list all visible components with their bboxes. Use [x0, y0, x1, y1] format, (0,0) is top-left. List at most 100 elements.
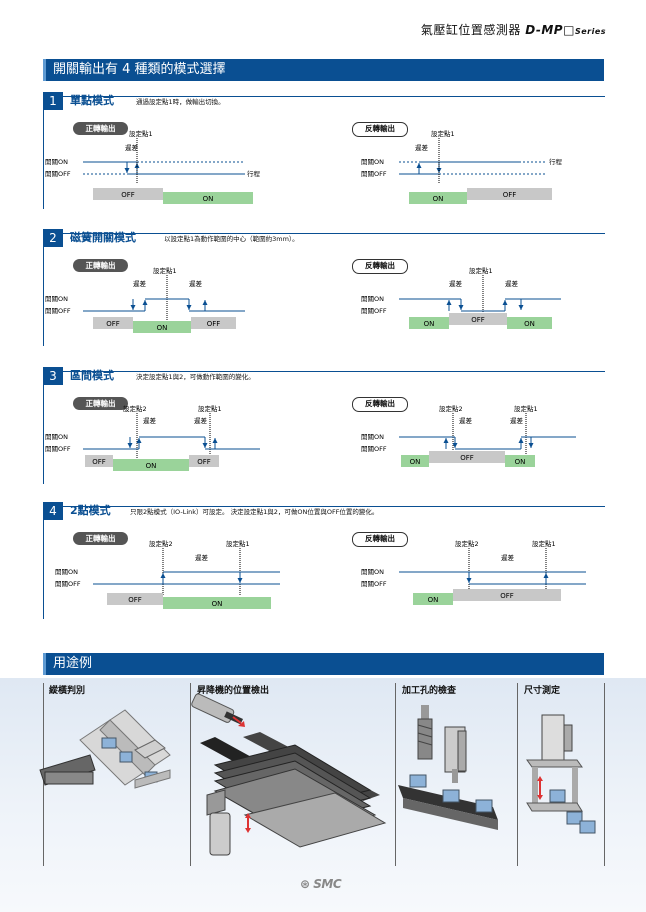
forward-output-pill: 正轉輸出 — [73, 122, 128, 135]
header-model: D-MP□ — [525, 23, 575, 37]
hysteresis-label: 遲差 — [501, 553, 515, 562]
usage-divider — [604, 683, 605, 866]
setpoint1-label: 設定點1 — [129, 129, 153, 138]
hysteresis-label: 遲差 — [143, 416, 157, 425]
switch-off-label: 開關OFF — [45, 170, 71, 178]
switch-off-label: 開關OFF — [361, 307, 387, 315]
hysteresis-label: 遲差 — [194, 416, 208, 425]
bar-on-label: ON — [515, 458, 526, 466]
bar-off-label: OFF — [128, 596, 142, 604]
usage-divider — [517, 683, 518, 866]
output-on-segment — [413, 593, 453, 605]
bar-on-label: ON — [433, 195, 444, 203]
switch-on-label: 開關ON — [45, 158, 68, 166]
forward-output-pill: 正轉輸出 — [73, 397, 128, 410]
usage-divider — [395, 683, 396, 866]
mode-section-2: 2 磁簧開關模式 以設定點1為動作範圍的中心（範圍約3mm）。正轉輸出 反轉輸出開關O… — [43, 229, 605, 346]
hysteresis-label: 遲差 — [189, 279, 203, 288]
usage-label: 昇降機的位置檢出 — [197, 686, 270, 696]
usage-label: 縱橫判別 — [49, 686, 86, 696]
usage-title-bar: 用途例 — [43, 653, 604, 675]
switch-on-label: 開關ON — [361, 433, 384, 441]
reverse-output-pill: 反轉輸出 — [352, 259, 408, 274]
mode-description: 通過設定點1時，做輸出切換。 — [136, 98, 225, 106]
output-on-segment — [133, 321, 191, 333]
setpoint1-label: 設定點1 — [431, 129, 455, 138]
forward-output-pill: 正轉輸出 — [73, 259, 128, 272]
mode-description: 以設定點1為動作範圍的中心（範圍約3mm）。 — [164, 235, 299, 243]
elevator-illustration — [191, 693, 387, 856]
usage-divider — [190, 683, 191, 866]
mode-name: 區間模式 — [70, 369, 114, 382]
usage-label: 尺寸測定 — [524, 686, 561, 696]
bar-on-label: ON — [157, 324, 168, 332]
output-on-segment — [163, 192, 253, 204]
forward-output-pill: 正轉輸出 — [73, 532, 128, 545]
setpoint2-label: 設定點2 — [439, 404, 463, 413]
output-on-segment — [163, 597, 271, 609]
output-off-segment — [429, 451, 505, 463]
bar-off-label: OFF — [471, 316, 485, 324]
hysteresis-label: 遲差 — [449, 279, 463, 288]
mode-description: 只限2點模式（IO-Link）可設定。 決定設定點1與2，可做ON位置與OFF位… — [130, 508, 379, 516]
usage-label: 加工孔的檢查 — [402, 686, 457, 696]
setpoint2-label: 設定點2 — [455, 539, 479, 548]
output-on-segment — [507, 317, 552, 329]
mode-number: 2 — [43, 229, 63, 247]
stroke-label: 行程 — [247, 169, 261, 178]
switch-off-label: 開關OFF — [55, 580, 81, 588]
bar-on-label: ON — [428, 596, 439, 604]
output-off-segment — [453, 589, 561, 601]
bar-on-label: ON — [203, 195, 214, 203]
bar-off-label: OFF — [500, 592, 514, 600]
hole-check-illustration — [398, 705, 498, 830]
hysteresis-label: 遲差 — [133, 279, 147, 288]
setpoint2-label: 設定點2 — [149, 539, 173, 548]
bar-on-label: ON — [424, 320, 435, 328]
bar-off-label: OFF — [460, 454, 474, 462]
setpoint1-label: 設定點1 — [532, 539, 556, 548]
usage-title: 用途例 — [53, 656, 93, 671]
dimension-illustration — [526, 714, 596, 834]
switch-off-label: 開關OFF — [45, 445, 71, 453]
mode-name: 磁簧開關模式 — [70, 231, 136, 244]
bar-off-label: OFF — [503, 191, 517, 199]
switch-off-label: 開關OFF — [361, 580, 387, 588]
bar-off-label: OFF — [121, 191, 135, 199]
setpoint1-label: 設定點1 — [153, 266, 177, 275]
output-off-segment — [191, 317, 236, 329]
output-on-segment — [409, 192, 467, 204]
output-off-segment — [93, 188, 163, 200]
usage-item-sorting: 縱橫判別 — [43, 683, 190, 866]
output-off-segment — [107, 593, 163, 605]
output-on-segment — [113, 459, 189, 471]
switch-off-label: 開關OFF — [361, 445, 387, 453]
switch-on-label: 開關ON — [55, 568, 78, 576]
setpoint1-label: 設定點1 — [226, 539, 250, 548]
output-on-segment — [505, 455, 535, 467]
hysteresis-label: 遲差 — [459, 416, 473, 425]
hysteresis-label: 遲差 — [510, 416, 524, 425]
output-off-segment — [449, 313, 507, 325]
mode-number: 4 — [43, 502, 63, 520]
output-off-segment — [467, 188, 552, 200]
bar-off-label: OFF — [106, 320, 120, 328]
bar-on-label: ON — [212, 600, 223, 608]
bar-on-label: ON — [410, 458, 421, 466]
section-title-bar: 開關輸出有 4 種類的模式選擇 — [43, 59, 604, 81]
bar-off-label: OFF — [207, 320, 221, 328]
output-off-segment — [189, 455, 219, 467]
mode-number: 3 — [43, 367, 63, 385]
switch-off-label: 開關OFF — [45, 307, 71, 315]
stroke-label: 行程 — [549, 157, 563, 166]
switch-on-label: 開關ON — [45, 433, 68, 441]
setpoint2-label: 設定點2 — [123, 404, 147, 413]
header-series: Series — [574, 27, 606, 36]
